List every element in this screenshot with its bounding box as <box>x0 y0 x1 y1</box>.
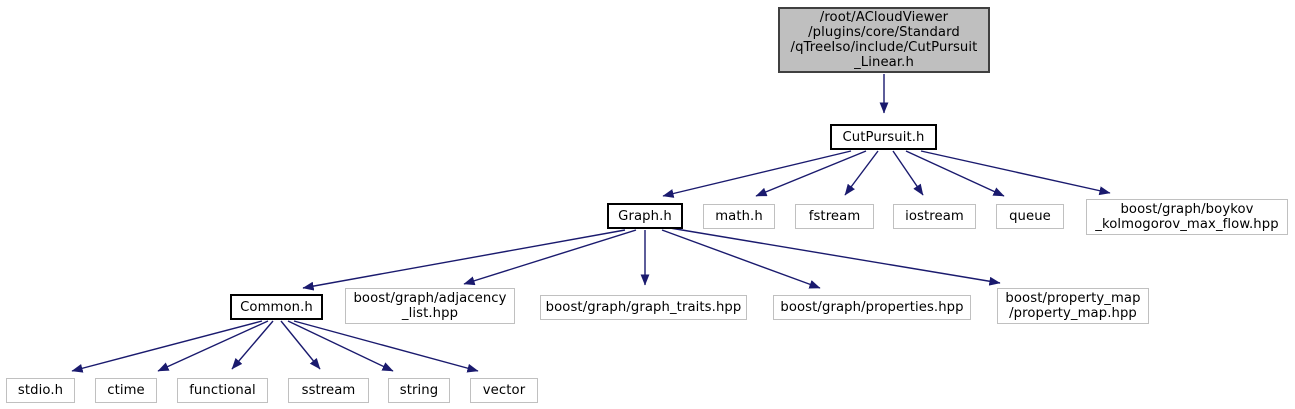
graph-node-label-graphtraits: boost/graph/graph_traits.hpp <box>545 300 742 315</box>
graph-node-stdio[interactable]: stdio.h <box>6 378 75 403</box>
graph-node-label-common: Common.h <box>240 299 313 315</box>
graph-node-label-queue: queue <box>1009 209 1051 224</box>
graph-node-label-vector: vector <box>482 383 526 398</box>
graph-node-label-properties: boost/graph/properties.hpp <box>780 300 964 315</box>
graph-node-properties[interactable]: boost/graph/properties.hpp <box>773 295 971 320</box>
graph-node-label-graph: Graph.h <box>618 208 672 224</box>
graph-node-cutpursuit[interactable]: CutPursuit.h <box>830 124 937 150</box>
graph-edge-cutpursuit-to-iostream <box>892 150 924 196</box>
graph-node-functional[interactable]: functional <box>177 378 268 403</box>
graph-node-label-stdio: stdio.h <box>17 383 64 398</box>
graph-edge-common-to-sstream <box>280 320 321 370</box>
graph-node-graphtraits[interactable]: boost/graph/graph_traits.hpp <box>540 295 747 320</box>
graph-node-iostream[interactable]: iostream <box>893 204 976 229</box>
graph-node-label-sstream: sstream <box>301 383 356 398</box>
graph-node-label-iostream: iostream <box>905 209 964 224</box>
graph-edge-common-to-functional <box>231 320 274 370</box>
graph-node-vector[interactable]: vector <box>470 378 538 403</box>
graph-edge-graph-to-propertymap <box>669 227 1001 286</box>
graph-edge-cutpursuit-to-boykov <box>920 150 1111 196</box>
graph-node-label-math: math.h <box>715 209 763 224</box>
graph-edge-common-to-vector <box>293 320 479 373</box>
graph-edge-common-to-stdio <box>71 320 263 373</box>
graph-node-label-cutpursuit: CutPursuit.h <box>842 129 925 145</box>
graph-edge-cutpursuit-to-fstream <box>844 150 879 196</box>
graph-edge-cutpursuit-to-queue <box>905 150 1005 197</box>
graph-edge-graph-to-adjacency <box>463 229 637 286</box>
graph-node-graph[interactable]: Graph.h <box>607 203 683 229</box>
graph-edge-graph-to-properties <box>661 229 821 289</box>
graph-node-label-string: string <box>399 383 439 398</box>
graph-node-common[interactable]: Common.h <box>230 294 323 320</box>
graph-node-label-fstream: fstream <box>808 209 861 224</box>
graph-node-propertymap[interactable]: boost/property_map /property_map.hpp <box>997 288 1149 324</box>
graph-node-label-propertymap: boost/property_map /property_map.hpp <box>1005 291 1141 321</box>
graph-edge-common-to-ctime <box>157 320 269 372</box>
graph-edge-cutpursuit-to-math <box>755 150 867 197</box>
graph-edge-cutpursuit-to-graph <box>662 150 852 198</box>
graph-node-label-root: /root/ACloudViewer /plugins/core/Standar… <box>790 10 978 70</box>
graph-node-label-adjacency: boost/graph/adjacency _list.hpp <box>353 291 507 321</box>
graph-node-label-functional: functional <box>189 383 256 398</box>
edges-group <box>71 74 1111 373</box>
graph-node-label-boykov: boost/graph/boykov _kolmogorov_max_flow.… <box>1095 202 1279 232</box>
graph-node-label-ctime: ctime <box>107 383 145 398</box>
graph-node-adjacency[interactable]: boost/graph/adjacency _list.hpp <box>345 288 515 324</box>
graph-node-ctime[interactable]: ctime <box>95 378 157 403</box>
graph-node-fstream[interactable]: fstream <box>795 204 874 229</box>
graph-node-root[interactable]: /root/ACloudViewer /plugins/core/Standar… <box>778 7 990 73</box>
graph-node-sstream[interactable]: sstream <box>288 378 369 403</box>
graph-edge-common-to-string <box>287 320 394 372</box>
graph-edge-graph-to-common <box>302 229 626 291</box>
graph-node-queue[interactable]: queue <box>996 204 1064 229</box>
graph-node-string[interactable]: string <box>388 378 450 403</box>
graph-node-boykov[interactable]: boost/graph/boykov _kolmogorov_max_flow.… <box>1086 199 1288 235</box>
graph-node-math[interactable]: math.h <box>703 204 775 229</box>
